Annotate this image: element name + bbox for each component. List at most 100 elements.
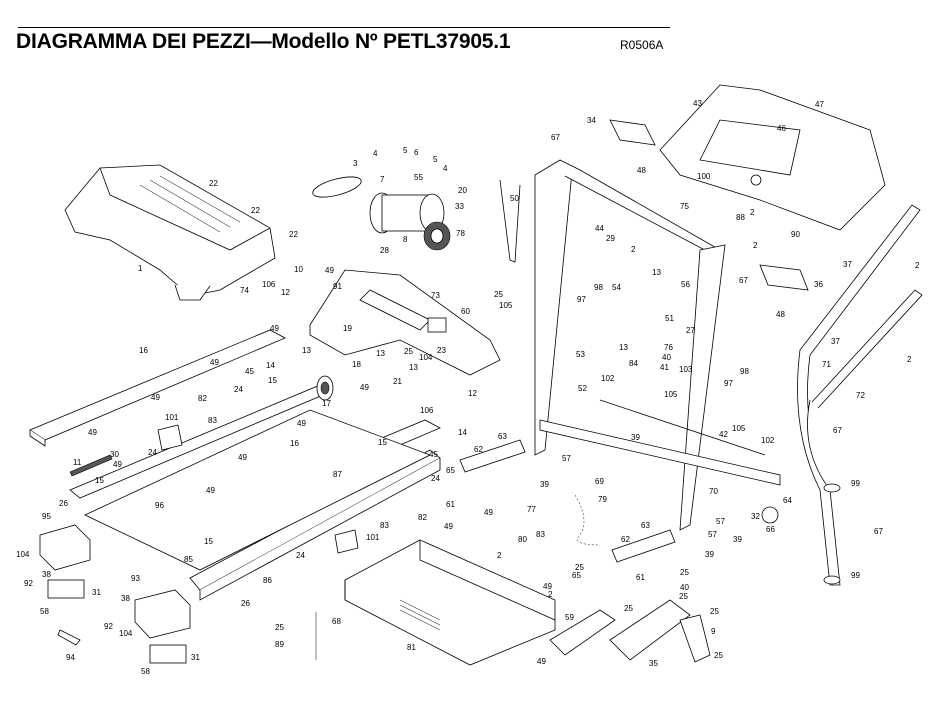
- part-label-45: 45: [429, 450, 438, 459]
- part-label-46: 46: [777, 124, 786, 133]
- part-label-25: 25: [494, 290, 503, 299]
- part-label-86: 86: [263, 576, 272, 585]
- part-label-25: 25: [624, 604, 633, 613]
- part-label-2: 2: [750, 208, 755, 217]
- part-label-9: 9: [711, 627, 716, 636]
- part-label-105: 105: [664, 390, 678, 399]
- part-label-39: 39: [631, 433, 640, 442]
- part-label-29: 29: [606, 234, 615, 243]
- part-label-99: 99: [851, 571, 860, 580]
- front-roller-motor: [369, 192, 451, 251]
- part-label-25: 25: [275, 623, 284, 632]
- part-label-38: 38: [121, 594, 130, 603]
- part-label-62: 62: [621, 535, 630, 544]
- part-label-44: 44: [595, 224, 604, 233]
- part-label-57: 57: [708, 530, 717, 539]
- handrail-right: [807, 289, 923, 491]
- part-label-15: 15: [268, 376, 277, 385]
- part-label-13: 13: [302, 346, 311, 355]
- rear-roller: [316, 375, 334, 401]
- part-label-15: 15: [204, 537, 213, 546]
- part-label-73: 73: [431, 291, 440, 300]
- rear-cover-left: [157, 424, 183, 451]
- part-label-23: 23: [437, 346, 446, 355]
- part-label-25: 25: [679, 592, 688, 601]
- part-label-52: 52: [578, 384, 587, 393]
- part-label-83: 83: [380, 521, 389, 530]
- part-label-97: 97: [724, 379, 733, 388]
- left-foot: [39, 524, 91, 599]
- part-label-40: 40: [680, 583, 689, 592]
- part-label-77: 77: [527, 505, 536, 514]
- part-label-6: 6: [414, 148, 419, 157]
- part-label-14: 14: [458, 428, 467, 437]
- power-cord: [574, 494, 601, 546]
- part-label-88: 88: [736, 213, 745, 222]
- part-label-96: 96: [155, 501, 164, 510]
- part-label-58: 58: [40, 607, 49, 616]
- part-label-36: 36: [814, 280, 823, 289]
- part-label-49: 49: [537, 657, 546, 666]
- part-label-64: 64: [783, 496, 792, 505]
- part-label-49: 49: [325, 266, 334, 275]
- frame-side-right: [189, 449, 441, 601]
- part-label-49: 49: [360, 383, 369, 392]
- part-label-37: 37: [843, 260, 852, 269]
- walking-deck: [84, 409, 431, 571]
- part-label-49: 49: [270, 324, 279, 333]
- part-label-10: 10: [294, 265, 303, 274]
- part-label-94: 94: [66, 653, 75, 662]
- part-label-24: 24: [148, 448, 157, 457]
- foot-cap-2: [823, 483, 841, 493]
- part-label-49: 49: [206, 486, 215, 495]
- part-label-57: 57: [716, 517, 725, 526]
- part-label-22: 22: [209, 179, 218, 188]
- part-label-59: 59: [565, 613, 574, 622]
- part-label-58: 58: [141, 667, 150, 676]
- part-label-49: 49: [151, 393, 160, 402]
- part-label-49: 49: [484, 508, 493, 517]
- part-label-63: 63: [498, 432, 507, 441]
- part-label-19: 19: [343, 324, 352, 333]
- part-label-39: 39: [540, 480, 549, 489]
- part-label-105: 105: [732, 424, 746, 433]
- part-label-61: 61: [446, 500, 455, 509]
- motor-hood: [64, 164, 276, 301]
- part-label-76: 76: [664, 343, 673, 352]
- part-label-81: 81: [407, 643, 416, 652]
- part-label-7: 7: [380, 175, 385, 184]
- part-label-25: 25: [710, 607, 719, 616]
- part-label-11: 11: [73, 458, 82, 467]
- part-label-61: 61: [636, 573, 645, 582]
- part-label-39: 39: [733, 535, 742, 544]
- part-label-5: 5: [403, 146, 408, 155]
- base-tube-right: [611, 529, 676, 563]
- part-label-42: 42: [719, 430, 728, 439]
- part-label-106: 106: [420, 406, 434, 415]
- part-label-25: 25: [575, 563, 584, 572]
- part-label-2: 2: [907, 355, 912, 364]
- part-label-4: 4: [443, 164, 448, 173]
- part-label-67: 67: [739, 276, 748, 285]
- part-label-104: 104: [419, 353, 433, 362]
- part-label-75: 75: [680, 202, 689, 211]
- part-label-93: 93: [131, 574, 140, 583]
- console-bracket-top: [609, 119, 656, 146]
- part-label-85: 85: [184, 555, 193, 564]
- console-bracket-bottom: [759, 264, 809, 291]
- part-label-22: 22: [251, 206, 260, 215]
- part-label-49: 49: [238, 453, 247, 462]
- part-label-37: 37: [831, 337, 840, 346]
- part-label-20: 20: [458, 186, 467, 195]
- part-label-50: 50: [510, 194, 519, 203]
- part-label-2: 2: [753, 241, 758, 250]
- part-label-67: 67: [833, 426, 842, 435]
- part-label-66: 66: [766, 525, 775, 534]
- part-label-8: 8: [403, 235, 408, 244]
- part-label-49: 49: [297, 419, 306, 428]
- part-label-2: 2: [497, 551, 502, 560]
- part-label-54: 54: [612, 283, 621, 292]
- base-pan: [344, 539, 556, 666]
- part-label-95: 95: [42, 512, 51, 521]
- upright-frame: [534, 159, 781, 531]
